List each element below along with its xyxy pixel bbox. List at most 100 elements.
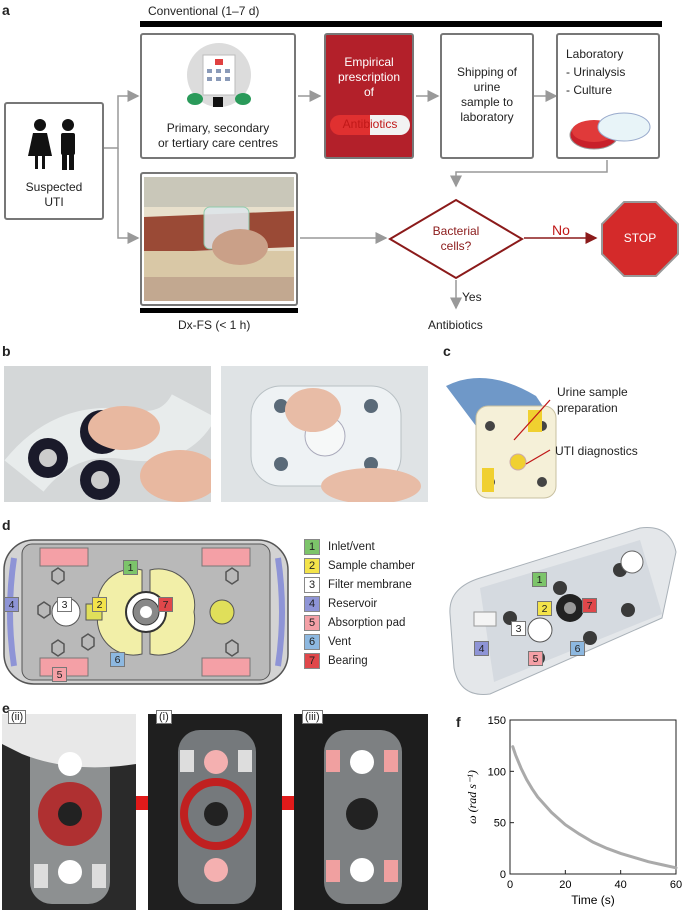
panel-label-d: d xyxy=(2,517,11,533)
y-tick-label: 150 xyxy=(488,715,506,727)
fidget-spinner-photo xyxy=(4,366,211,502)
legend-item: 7 Bearing xyxy=(304,653,368,669)
data-point xyxy=(564,824,566,826)
data-point xyxy=(520,767,522,769)
laboratory-item-urinalysis: - Urinalysis xyxy=(566,65,626,79)
annotation-sample-prep: Urine sample preparation xyxy=(557,385,628,415)
annotation-arrows xyxy=(513,399,551,465)
legend-swatch: 3 xyxy=(304,577,320,593)
legend-label: Bearing xyxy=(328,655,368,667)
legend-label: Sample chamber xyxy=(328,560,415,572)
render-tag-6: 6 xyxy=(570,641,585,656)
data-point xyxy=(675,867,677,869)
people-icon xyxy=(28,119,75,170)
data-point xyxy=(512,746,514,748)
step-label-ii: (ii) xyxy=(8,710,27,724)
legend-swatch: 7 xyxy=(304,653,320,669)
y-tick-label: 0 xyxy=(500,869,506,881)
data-point xyxy=(592,841,594,843)
step-photo-i xyxy=(148,714,282,910)
step-photo-iii xyxy=(294,714,428,910)
antibiotics-pill xyxy=(330,115,410,135)
data-point xyxy=(606,847,608,849)
panel-label-b: b xyxy=(2,343,11,359)
schematic-tag-2: 2 xyxy=(92,597,107,612)
laboratory-box: Laboratory - Urinalysis - Culture xyxy=(556,33,660,159)
panel-label-a: a xyxy=(2,2,10,18)
legend-swatch: 2 xyxy=(304,558,320,574)
shipping-label: Shipping of urine sample to laboratory xyxy=(456,65,518,124)
render-tag-7: 7 xyxy=(582,598,597,613)
laboratory-item-culture: - Culture xyxy=(566,83,613,97)
legend-swatch: 5 xyxy=(304,615,320,631)
data-point xyxy=(550,811,553,813)
antibiotics-outcome: Antibiotics xyxy=(428,318,483,332)
step-label-i: (i) xyxy=(156,710,172,724)
prescription-box: Empirical prescription of Antibiotics xyxy=(324,33,414,159)
data-point xyxy=(647,861,649,863)
conventional-label: Conventional (1–7 d) xyxy=(148,4,260,18)
legend-label: Inlet/vent xyxy=(328,541,375,553)
conventional-bar xyxy=(140,21,662,27)
schematic-tag-4: 4 xyxy=(4,597,19,612)
decision-label: Bacterial cells? xyxy=(432,224,480,253)
care-centres-box: Primary, secondary or tertiary care cent… xyxy=(140,33,296,159)
dxfs-photo-box xyxy=(140,172,298,306)
village-photo xyxy=(144,177,294,301)
legend-item: 4 Reservoir xyxy=(304,596,377,612)
device-schematic xyxy=(3,539,289,685)
y-tick-label: 50 xyxy=(494,818,506,830)
legend-label: Absorption pad xyxy=(328,617,406,629)
render-tag-4: 4 xyxy=(474,641,489,656)
data-point xyxy=(514,754,517,756)
care-centres-label: Primary, secondary or tertiary care cent… xyxy=(157,121,279,150)
no-label: No xyxy=(552,222,570,238)
stop-label: STOP xyxy=(623,231,657,245)
y-axis-label: ω (rad s⁻¹) xyxy=(465,770,479,824)
shipping-box: Shipping of urine sample to laboratory xyxy=(440,33,534,159)
annotation-uti-diagnostics: UTI diagnostics xyxy=(555,444,638,458)
schematic-tag-5: 5 xyxy=(52,667,67,682)
schematic-tag-3: 3 xyxy=(57,597,72,612)
data-point xyxy=(633,856,636,859)
panel-label-c: c xyxy=(443,343,451,359)
data-point xyxy=(661,864,663,866)
panel-label-e: e xyxy=(2,700,10,716)
x-tick-label: 20 xyxy=(559,879,571,891)
legend-item: 6 Vent xyxy=(304,634,351,650)
schematic-tag-7: 7 xyxy=(158,597,173,612)
x-tick-label: 0 xyxy=(507,879,513,891)
legend-label: Vent xyxy=(328,636,352,648)
data-point xyxy=(526,778,528,781)
x-axis-label: Time (s) xyxy=(571,893,615,907)
data-point xyxy=(531,788,533,790)
legend-label: Filter membrane xyxy=(328,579,412,591)
data-point xyxy=(620,852,622,855)
legend-swatch: 4 xyxy=(304,596,320,612)
stop-sign-icon xyxy=(601,201,679,277)
x-tick-label: 60 xyxy=(670,879,682,891)
render-tag-1: 1 xyxy=(532,572,547,587)
dxfs-bar xyxy=(140,308,298,313)
prescription-label: Empirical prescription of xyxy=(337,55,401,99)
legend-item: 2 Sample chamber xyxy=(304,558,415,574)
step-label-iii: (iii) xyxy=(302,710,323,724)
render-tag-2: 2 xyxy=(537,601,552,616)
gloved-hand-photo xyxy=(446,366,566,504)
step-photo-ii xyxy=(2,714,136,910)
dxfs-label: Dx-FS (< 1 h) xyxy=(178,318,251,332)
data-point xyxy=(537,796,539,798)
legend-item: 5 Absorption pad xyxy=(304,615,405,631)
laboratory-title: Laboratory xyxy=(566,47,624,61)
schematic-tag-1: 1 xyxy=(123,560,138,575)
y-tick-label: 100 xyxy=(488,766,506,778)
petri-dish-icon xyxy=(569,112,651,150)
data-point xyxy=(578,833,580,835)
suspected-uti-box: Suspected UTI xyxy=(4,102,104,220)
legend-swatch: 6 xyxy=(304,634,320,650)
legend-label: Reservoir xyxy=(328,598,378,610)
plot-frame xyxy=(509,719,677,875)
device-3d-render xyxy=(449,527,677,695)
